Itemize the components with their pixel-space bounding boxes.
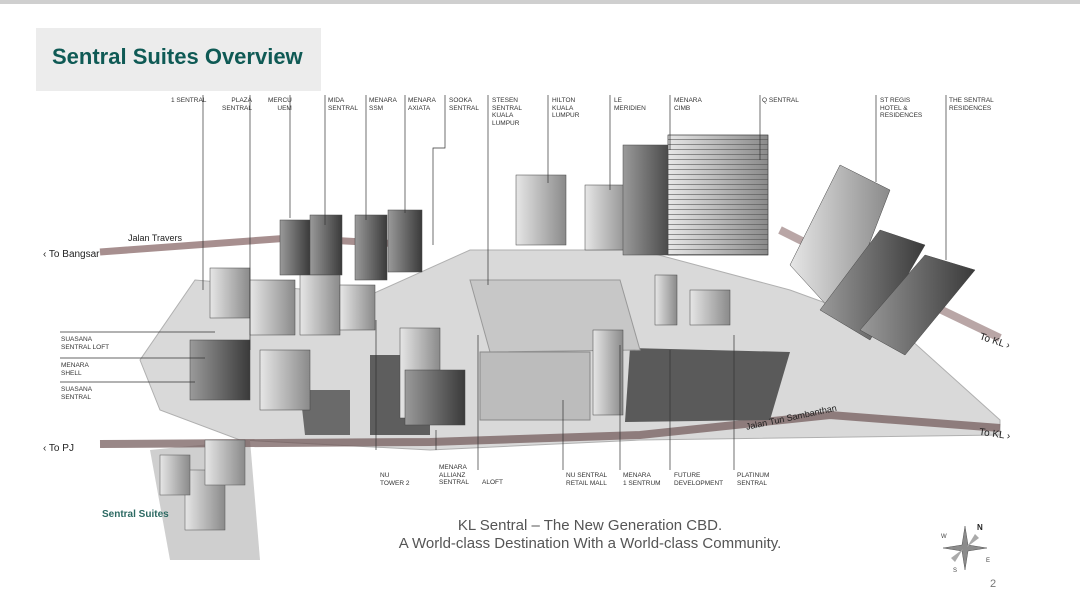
label-sooka-sentral: SOOKA SENTRAL xyxy=(449,97,479,112)
road-label-to-pj: ‹ To PJ xyxy=(43,443,74,454)
label-suasana-sentral: SUASANA SENTRAL xyxy=(61,386,93,401)
compass-w: W xyxy=(941,534,947,540)
compass-n: N xyxy=(977,523,983,532)
compass-s: S xyxy=(953,568,957,574)
sentral-suites-towers xyxy=(159,439,246,531)
label-suasana-loft: SUASANA SENTRAL LOFT xyxy=(61,336,110,351)
tower-group-right xyxy=(515,134,976,416)
road-label-jalan-travers: Jalan Travers xyxy=(128,233,183,243)
top-border xyxy=(0,0,1080,4)
compass-e: E xyxy=(986,558,990,564)
label-menara-axiata: MENARA AXIATA xyxy=(408,97,436,112)
label-menara-ssm: MENARA SSM xyxy=(369,97,397,112)
page-number: 2 xyxy=(990,578,997,590)
label-menara-1-sentrum: MENARA 1 SENTRUM xyxy=(623,472,661,487)
label-mida-sentral: MIDA SENTRAL xyxy=(328,97,358,112)
label-plaza-sentral: PLAZA SENTRAL xyxy=(222,97,252,112)
label-aloft: ALOFT xyxy=(482,479,503,486)
label-stesen-sentral: STESEN SENTRAL KUALA LUMPUR xyxy=(492,97,522,127)
label-menara-shell: MENARA SHELL xyxy=(61,362,89,377)
tagline-line-2: A World-class Destination With a World-c… xyxy=(398,535,782,552)
label-platinum-sentral: PLATINUM SENTRAL xyxy=(737,472,770,487)
label-1-sentral: 1 SENTRAL xyxy=(171,97,207,104)
compass-icon: N E S W xyxy=(941,523,990,574)
title-panel xyxy=(36,28,321,91)
tower-group-left xyxy=(189,209,466,426)
label-nu-sentral-mall: NU SENTRAL RETAIL MALL xyxy=(566,472,608,487)
nu-sentral xyxy=(479,351,591,421)
label-menara-cimb: MENARA CIMB xyxy=(674,97,702,112)
leader-lines xyxy=(60,95,947,470)
road-pj xyxy=(99,410,1001,448)
label-future-development: FUTURE DEVELOPMENT xyxy=(674,472,724,487)
label-st-regis: ST REGIS HOTEL & RESIDENCES xyxy=(880,97,923,119)
label-q-sentral: Q SENTRAL xyxy=(762,97,799,104)
page-title: Sentral Suites Overview xyxy=(52,44,303,69)
label-sentral-residences: THE SENTRAL RESIDENCES xyxy=(949,97,994,112)
green-lot-3 xyxy=(300,390,350,435)
aerial-map xyxy=(60,95,1002,560)
green-lot-1 xyxy=(625,348,790,422)
label-le-meridien: LE MERIDIEN xyxy=(614,97,646,112)
label-nu-tower-2: NU TOWER 2 xyxy=(380,472,410,487)
label-hilton: HILTON KUALA LUMPUR xyxy=(552,97,580,119)
road-label-to-bangsar: ‹ To Bangsar xyxy=(43,249,100,260)
tagline-line-1: KL Sentral – The New Generation CBD. xyxy=(457,517,723,534)
label-menara-allianz: MENARA ALLIANZ SENTRAL xyxy=(439,464,469,486)
sentral-suites-label: Sentral Suites xyxy=(102,509,169,520)
label-mercu-uem: MERCU UEM xyxy=(268,97,292,112)
